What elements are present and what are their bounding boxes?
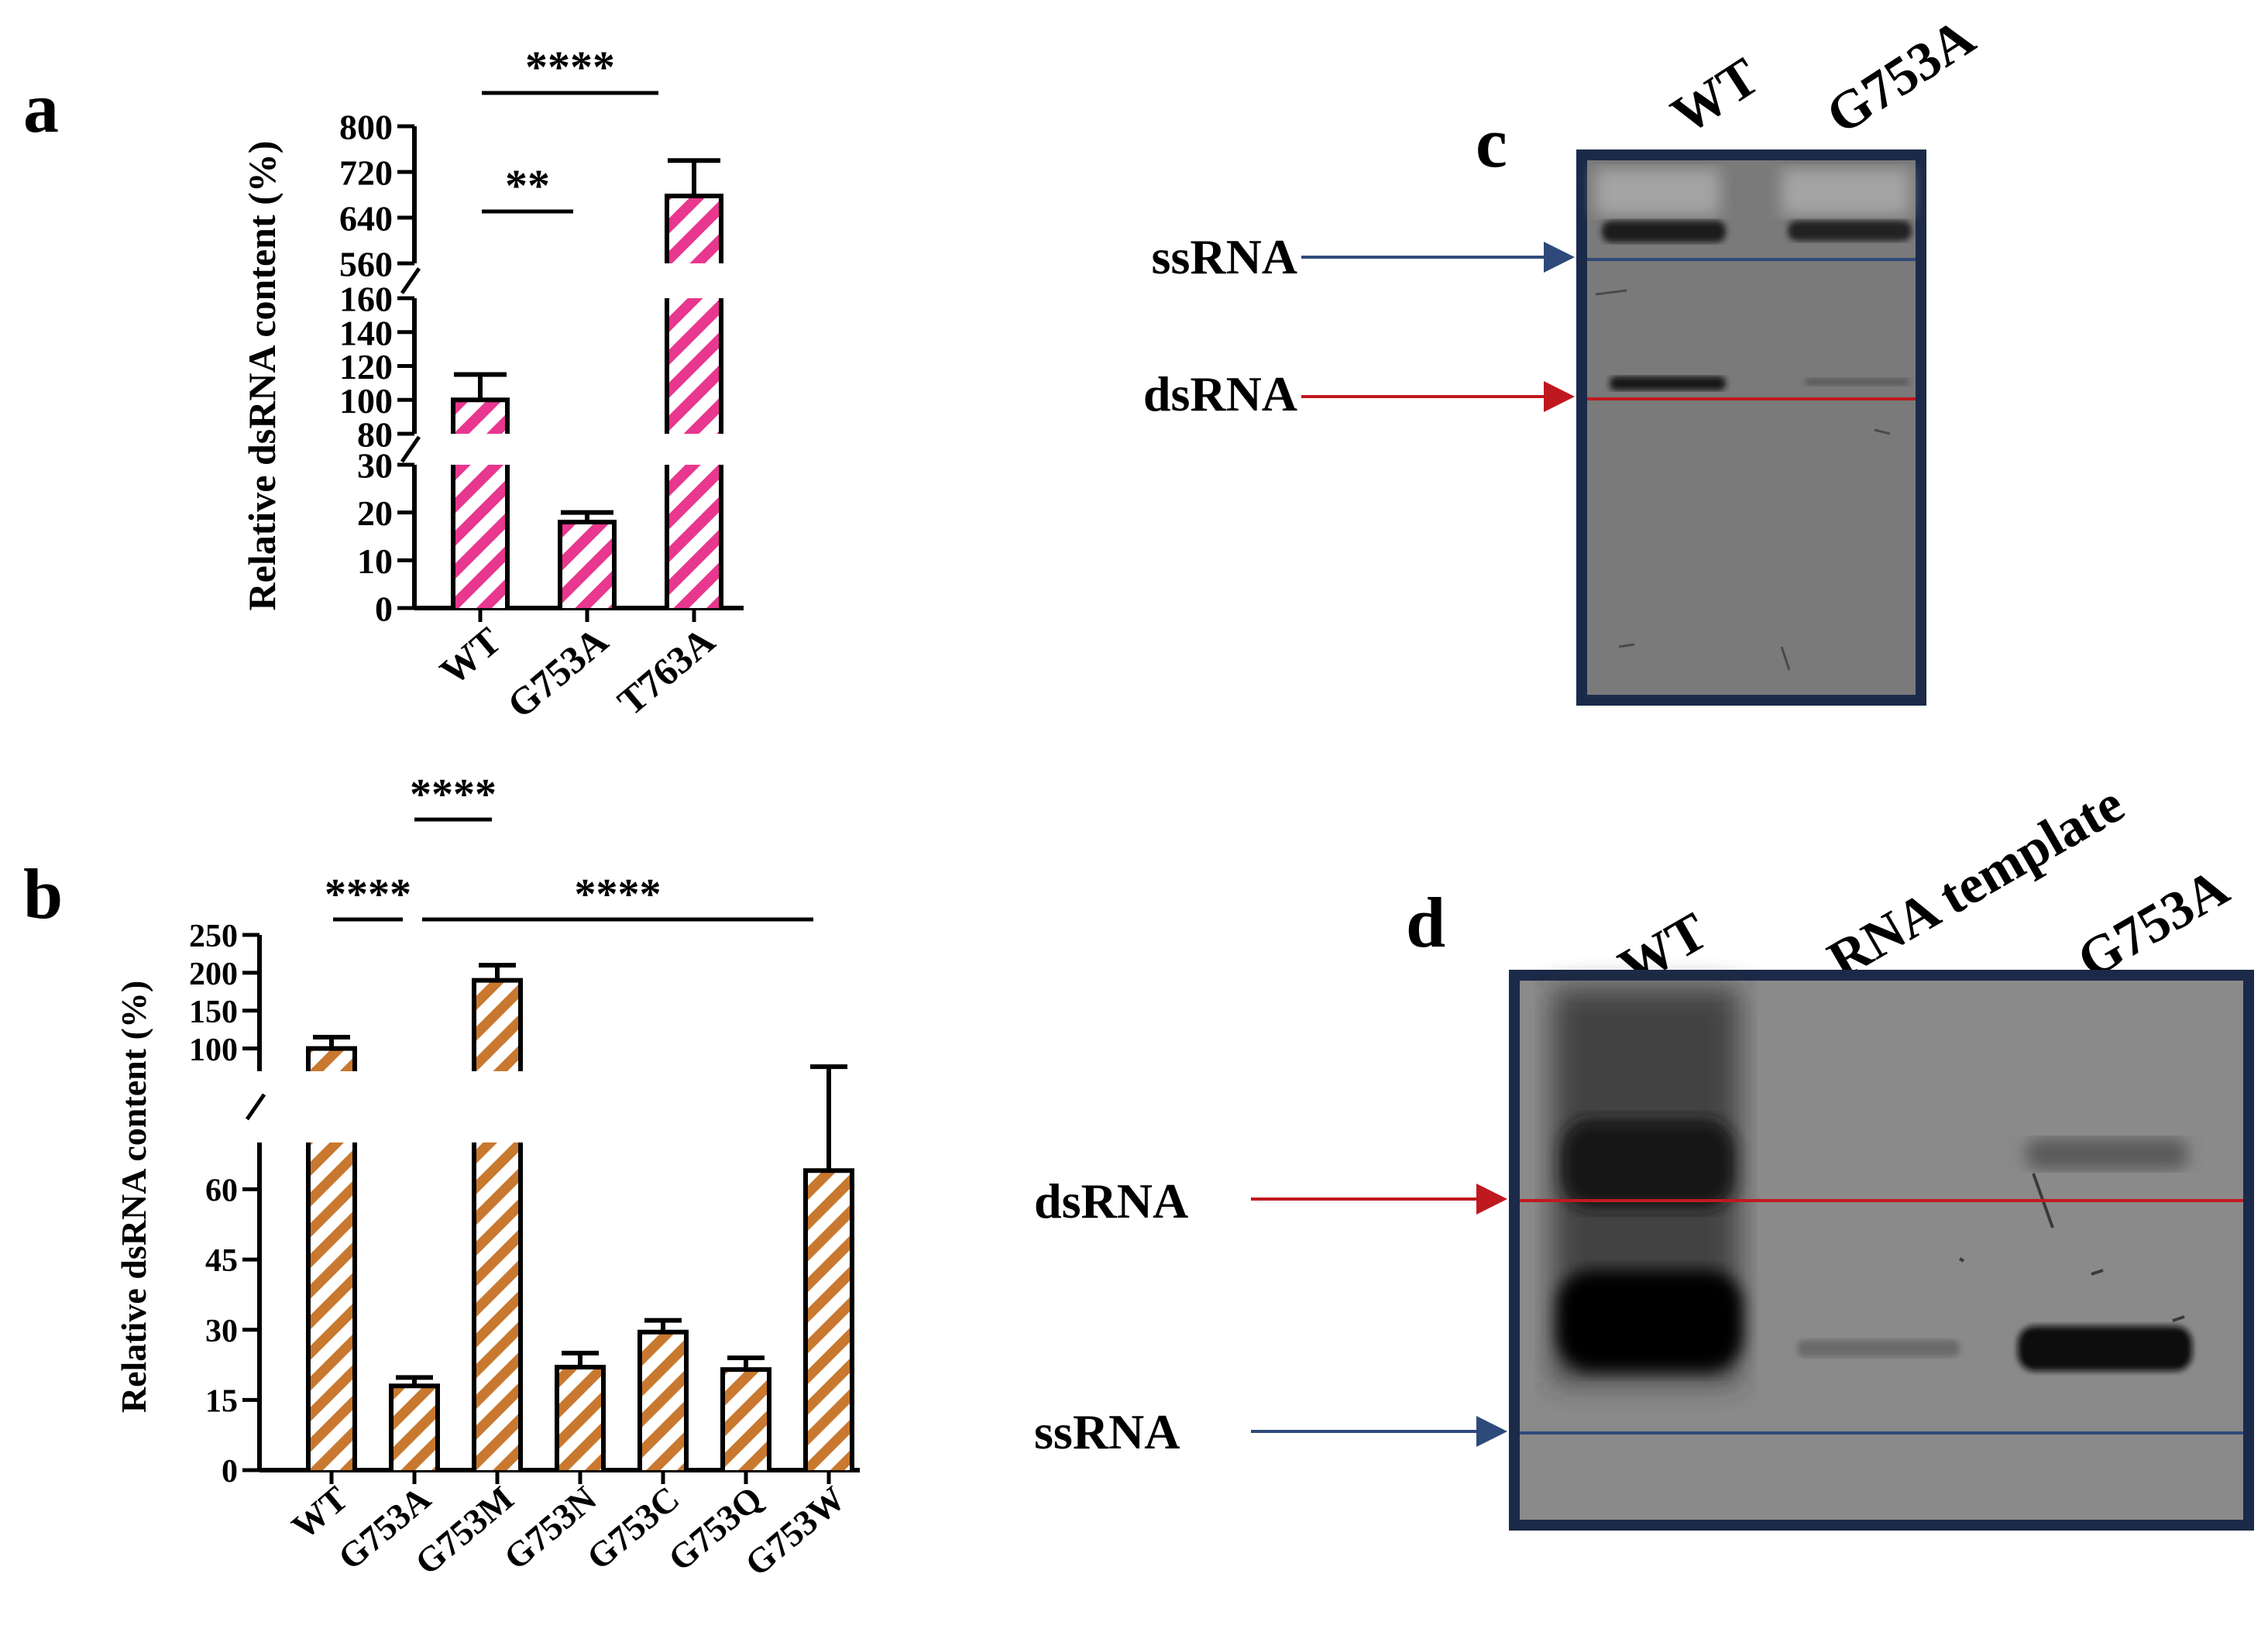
b-x-tick-label: G753N [497, 1479, 603, 1578]
panel-c-letter: c [1476, 103, 1507, 182]
a-y-tick-label: 120 [339, 347, 393, 387]
a-significance-label: **** [525, 42, 615, 92]
panel-c-dsrna-band-wt [1610, 376, 1726, 390]
panel-d-marker-label-ssrna: ssRNA [1034, 1404, 1180, 1459]
b-bar-fill [806, 1170, 852, 1470]
panel-d-band-rna-template [1797, 1340, 1960, 1357]
panel-d-lower-band-wt [1557, 1270, 1743, 1371]
b-bar-group [306, 1035, 357, 1470]
b-y-tick-label: 250 [189, 919, 238, 954]
a-y-tick-label: 100 [339, 381, 393, 421]
panel-c-gel-specks [1595, 289, 1891, 671]
panel-a-bars [451, 158, 723, 608]
panel-c-gel-background [1587, 160, 1916, 695]
panel-d-gel: d WT RNA template G753A dsRNA ssRNA [1034, 774, 2254, 1531]
a-x-tick-label: G753A [499, 619, 616, 727]
panel-b-significance: **** **** **** [325, 771, 813, 922]
a-bar-fill [667, 298, 721, 434]
panel-c-lane-label-wt: WT [1661, 46, 1770, 146]
b-significance-label: **** [410, 771, 497, 819]
a-bar-fill [453, 400, 507, 434]
panel-a-bar-chart: a Relative dsRNA content (%) 0 10 20 308010… [23, 42, 744, 727]
a-bar-group [451, 372, 510, 608]
panel-d-lower-band-g753a [2018, 1326, 2192, 1371]
a-bar-fill [453, 465, 507, 608]
a-y-tick-label: 20 [357, 493, 393, 533]
a-axis-break-mark [400, 267, 421, 294]
a-bar-group [665, 158, 723, 608]
a-significance-label: ** [505, 160, 550, 211]
panel-d-upper-band-wt [1561, 1119, 1735, 1208]
b-y-tick-label: 30 [205, 1314, 238, 1349]
panel-c-gel: c WT G753A ssRNA dsRNA [1143, 7, 1985, 706]
a-bar-fill [667, 465, 721, 608]
a-bar-fill [667, 195, 721, 263]
panel-b-letter: b [23, 854, 63, 933]
a-y-tick-label: 140 [339, 313, 393, 352]
b-bar-group [472, 963, 523, 1470]
b-bar-fill [723, 1369, 769, 1470]
a-y-tick-label: 30 [357, 446, 393, 486]
a-y-tick-label: 0 [375, 589, 393, 629]
b-y-tick-label: 60 [205, 1173, 238, 1209]
panel-c-well-wt [1596, 169, 1720, 215]
b-bar-fill [308, 1142, 355, 1470]
panel-d-upper-band-g753a [2026, 1139, 2188, 1170]
panel-c-top-band-wt [1602, 221, 1726, 242]
panel-d-letter: d [1406, 883, 1445, 962]
panel-c-marker-label-ssrna: ssRNA [1152, 229, 1297, 284]
a-bar-group [558, 510, 617, 608]
b-bar-fill [391, 1386, 438, 1470]
b-axis-break-mark [245, 1093, 266, 1121]
b-y-tick-label: 45 [205, 1243, 238, 1279]
b-bar-group [803, 1064, 854, 1470]
b-y-tick-label: 150 [189, 995, 238, 1030]
panel-a-significance: ****** [482, 42, 658, 214]
b-bar-group [555, 1350, 606, 1470]
b-bar-group [720, 1355, 771, 1470]
a-y-tick-label: 160 [339, 280, 393, 319]
b-y-tick-label: 200 [189, 957, 238, 992]
panel-c-dsrna-band-g753a [1805, 378, 1909, 386]
a-y-tick-label: 800 [339, 108, 393, 147]
panel-a-y-axis-label: Relative dsRNA content (%) [240, 141, 284, 611]
panel-b-bar-chart: b Relative dsRNA content (%) 0 15 30 45 60 10… [23, 771, 860, 1584]
panel-b-y-axis-label: Relative dsRNA content (%) [114, 981, 153, 1413]
b-significance-label: **** [325, 871, 411, 919]
a-x-tick-label: WT [431, 619, 509, 693]
a-x-tick-label: T763A [609, 619, 723, 724]
a-y-tick-label: 720 [339, 153, 393, 193]
a-y-tick-label: 80 [357, 415, 393, 455]
b-bar-fill [474, 1142, 521, 1470]
panel-c-marker-label-dsrna: dsRNA [1143, 366, 1297, 421]
panel-b-bars [306, 963, 854, 1470]
b-y-tick-label: 100 [189, 1033, 238, 1068]
b-bar-group [389, 1375, 440, 1470]
panel-c-top-band-g753a [1788, 221, 1912, 241]
a-bar-fill [560, 522, 614, 608]
panel-c-lane-label-g753a: G753A [1816, 7, 1985, 146]
b-bar-fill [557, 1367, 603, 1470]
b-bar-fill [474, 980, 521, 1071]
panel-a-letter: a [23, 68, 59, 147]
b-significance-label: **** [575, 871, 662, 919]
b-y-tick-label: 0 [222, 1454, 238, 1490]
b-bar-fill [308, 1048, 355, 1071]
a-y-tick-label: 10 [357, 541, 393, 581]
panel-d-marker-label-dsrna: dsRNA [1034, 1173, 1188, 1228]
b-y-tick-label: 15 [205, 1383, 238, 1419]
a-y-tick-label: 560 [339, 245, 393, 284]
panel-c-well-g753a [1782, 169, 1909, 215]
a-y-tick-label: 640 [339, 199, 393, 239]
a-axis-break-mark [400, 435, 421, 463]
b-bar-fill [640, 1331, 686, 1470]
b-bar-group [637, 1318, 689, 1470]
b-x-tick-label: G753C [579, 1479, 686, 1578]
